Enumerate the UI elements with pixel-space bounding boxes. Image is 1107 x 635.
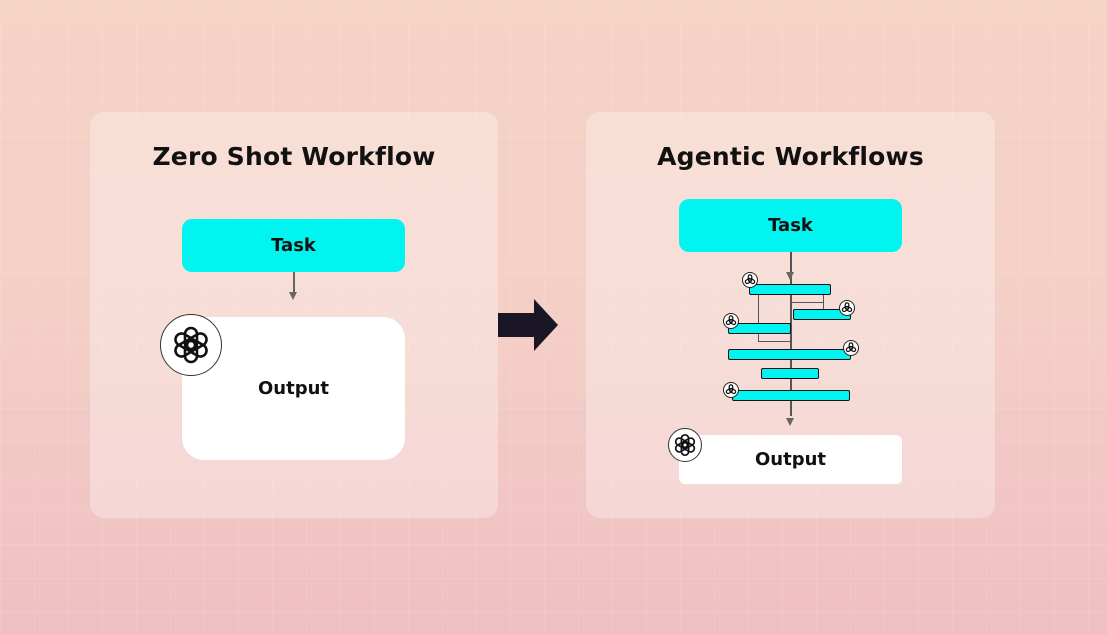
agent-step-bar: [732, 390, 850, 401]
openai-logo-icon: [742, 272, 758, 288]
agentic-title: Agentic Workflows: [657, 142, 924, 171]
agentic-task-box: Task: [679, 199, 902, 252]
right-arrow-icon: [498, 299, 558, 351]
openai-logo-icon: [160, 314, 222, 376]
zero-shot-task-box: Task: [182, 219, 405, 272]
step-connector: [758, 341, 790, 342]
zero-shot-panel: Zero Shot Workflow Task Output: [90, 112, 498, 518]
agentic-panel: Agentic Workflows Task Output: [586, 112, 995, 518]
zero-shot-output-label: Output: [257, 378, 330, 399]
openai-logo-icon: [839, 300, 855, 316]
openai-logo-icon: [723, 313, 739, 329]
agentic-arrow-head-bottom: [786, 418, 794, 426]
zero-shot-task-label: Task: [271, 235, 316, 256]
agentic-output-box: Output: [679, 435, 902, 484]
step-connector: [758, 295, 759, 342]
agentic-arrow-head-top: [786, 272, 794, 280]
agent-step-bar: [761, 368, 819, 379]
agentic-output-label: Output: [754, 449, 827, 470]
step-connector: [823, 295, 824, 309]
openai-logo-icon: [723, 382, 739, 398]
openai-logo-icon: [843, 340, 859, 356]
agent-step-bar: [749, 284, 831, 295]
zero-shot-arrow-line: [293, 272, 295, 292]
agentic-task-label: Task: [768, 215, 813, 236]
openai-logo-icon: [668, 428, 702, 462]
agent-step-bar: [728, 349, 851, 360]
zero-shot-arrow-head: [289, 292, 297, 300]
step-connector: [790, 302, 823, 303]
zero-shot-title: Zero Shot Workflow: [152, 142, 436, 171]
agentic-flow-line: [790, 252, 792, 416]
